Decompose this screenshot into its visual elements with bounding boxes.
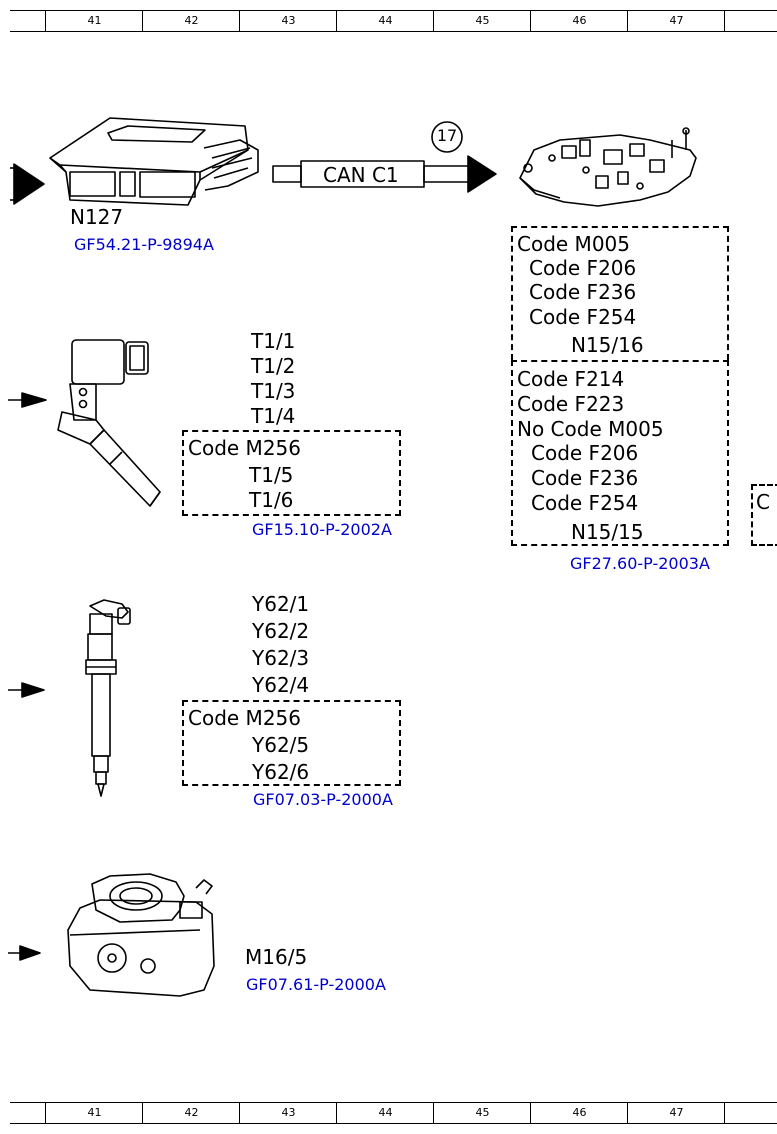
throttle-actuator-icon bbox=[67, 873, 215, 997]
code-item: Code F236 bbox=[529, 280, 637, 304]
ruler-cell: 41 bbox=[45, 1103, 143, 1123]
throttle-reference-link[interactable]: GF07.61-P-2000A bbox=[246, 975, 386, 994]
ruler-cell: 41 bbox=[45, 11, 143, 31]
code-group-box bbox=[511, 226, 729, 360]
code-group-box-edge bbox=[751, 484, 777, 546]
code-item: Code F236 bbox=[531, 466, 639, 490]
fuel-injector-icon bbox=[85, 599, 131, 797]
incoming-arrow-icon bbox=[8, 945, 41, 961]
code-item: Code F214 bbox=[517, 367, 625, 391]
incoming-arrow-icon bbox=[8, 392, 47, 408]
code-item: Code F254 bbox=[529, 305, 637, 329]
component-label: N15/15 bbox=[571, 520, 644, 544]
code-item: Code F223 bbox=[517, 392, 625, 416]
ruler-cell-edge bbox=[724, 1103, 777, 1123]
ruler-cell: 44 bbox=[336, 1103, 434, 1123]
ignition-reference-link[interactable]: GF15.10-P-2002A bbox=[252, 520, 392, 539]
ruler-cell: 46 bbox=[530, 1103, 628, 1123]
component-label: Y62/5 bbox=[252, 733, 310, 757]
ruler-cell: 44 bbox=[336, 11, 434, 31]
connection-marker: 17 bbox=[436, 126, 458, 145]
incoming-arrow-icon bbox=[10, 163, 45, 205]
code-item: Code M005 bbox=[517, 232, 630, 256]
code-item: Code F206 bbox=[531, 441, 639, 465]
control-unit-icon bbox=[49, 117, 259, 206]
ruler-cell: 47 bbox=[627, 11, 725, 31]
ruler-cell-edge bbox=[724, 11, 777, 31]
transmission-reference-link[interactable]: GF27.60-P-2003A bbox=[570, 554, 710, 573]
component-label: Y62/6 bbox=[252, 760, 310, 784]
ruler-cell: 47 bbox=[627, 1103, 725, 1123]
code-item: Code F254 bbox=[531, 491, 639, 515]
incoming-arrow-icon bbox=[8, 682, 45, 698]
component-label: T1/3 bbox=[251, 379, 296, 403]
option-code-box bbox=[182, 430, 401, 516]
component-label: T1/4 bbox=[251, 404, 296, 428]
control-unit-label: N127 bbox=[70, 205, 124, 229]
code-group-box bbox=[511, 360, 729, 546]
option-code: Code M256 bbox=[188, 706, 301, 730]
edge-code-fragment: C bbox=[756, 490, 770, 514]
component-label: Y62/1 bbox=[252, 592, 310, 616]
ruler-cell: 43 bbox=[239, 11, 337, 31]
transmission-control-unit-icon bbox=[519, 127, 697, 207]
component-label: T1/5 bbox=[249, 463, 294, 487]
ruler-cell: 45 bbox=[433, 11, 531, 31]
code-item: Code F206 bbox=[529, 256, 637, 280]
ruler-cell: 43 bbox=[239, 1103, 337, 1123]
ruler-cell: 42 bbox=[142, 1103, 240, 1123]
ruler-cell: 46 bbox=[530, 11, 628, 31]
component-label: Y62/3 bbox=[252, 646, 310, 670]
component-label: T1/1 bbox=[251, 329, 296, 353]
component-label: Y62/4 bbox=[252, 673, 310, 697]
code-item: No Code M005 bbox=[517, 417, 664, 441]
option-code: Code M256 bbox=[188, 436, 301, 460]
can-bus-label: CAN C1 bbox=[323, 163, 399, 187]
can-bus-connector-icon bbox=[272, 121, 497, 193]
option-code-box bbox=[182, 700, 401, 786]
ruler-cell: 45 bbox=[433, 1103, 531, 1123]
column-ruler-bottom: 41 42 43 44 45 46 47 bbox=[10, 1102, 777, 1124]
component-label: M16/5 bbox=[245, 945, 308, 969]
control-unit-reference-link[interactable]: GF54.21-P-9894A bbox=[74, 235, 214, 254]
component-label: T1/2 bbox=[251, 354, 296, 378]
ruler-cell: 42 bbox=[142, 11, 240, 31]
component-label: T1/6 bbox=[249, 488, 294, 512]
column-ruler-top: 41 42 43 44 45 46 47 bbox=[10, 10, 777, 32]
injector-reference-link[interactable]: GF07.03-P-2000A bbox=[253, 790, 393, 809]
component-label: N15/16 bbox=[571, 333, 644, 357]
component-label: Y62/2 bbox=[252, 619, 310, 643]
ignition-coil-icon bbox=[57, 339, 161, 507]
